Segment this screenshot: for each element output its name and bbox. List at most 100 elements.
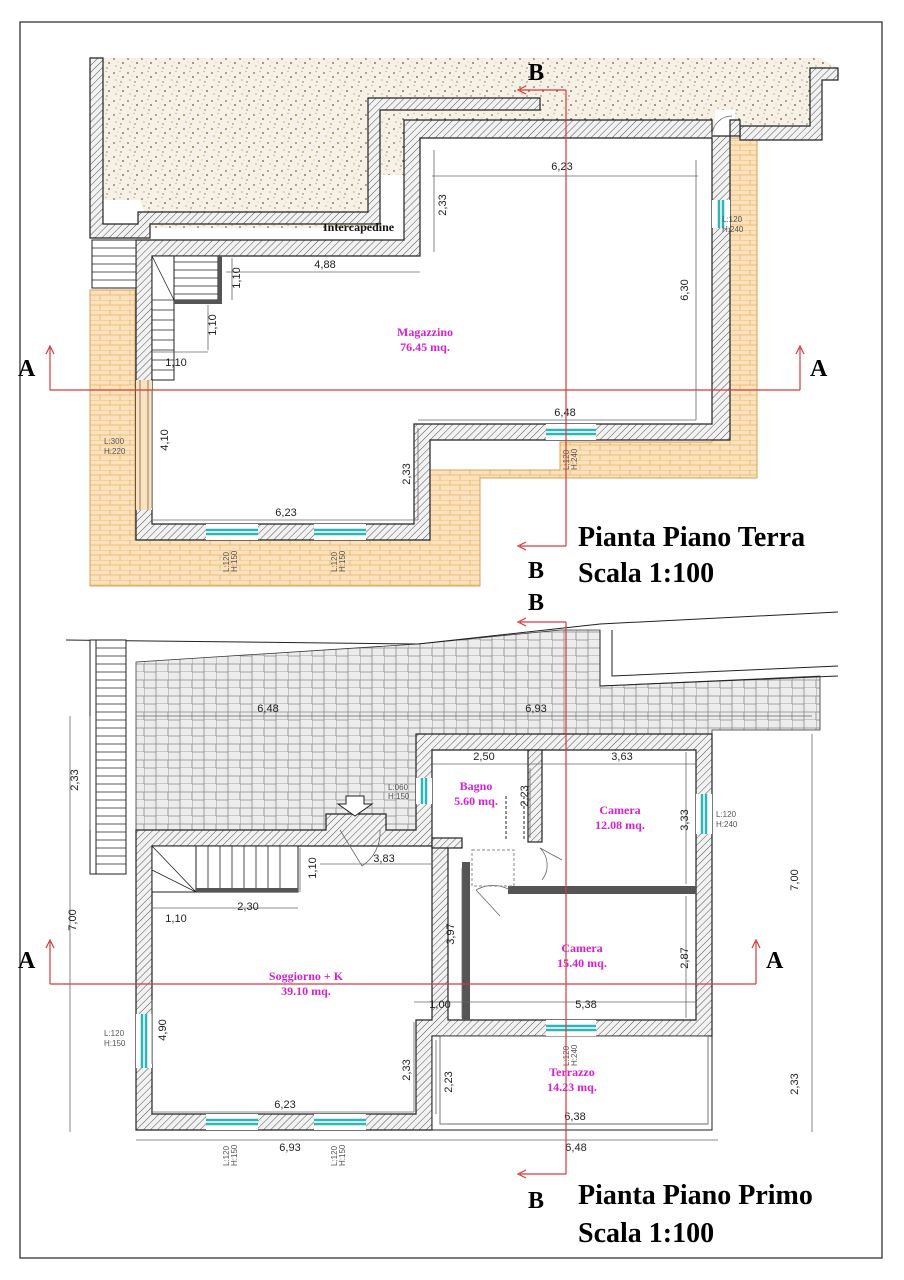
retaining-wall — [89, 57, 541, 239]
dim-ground-right: 6,30 — [679, 279, 691, 300]
dim-stair-b-first: 2,30 — [237, 901, 258, 913]
dim-bottom-a: 6,93 — [279, 1142, 300, 1154]
room-camera2-area: 15.40 mq. — [557, 956, 607, 970]
wall-bagno-right — [527, 749, 543, 843]
win-first-b1-h: H:150 — [230, 1144, 239, 1166]
section-b-bottom-ground: B — [528, 558, 544, 584]
dim-living-step: 2,33 — [401, 1059, 413, 1080]
room-magazzino-name: Magazzino — [397, 325, 453, 339]
wall-cam-divider — [542, 886, 696, 894]
first-floor-doors — [339, 796, 563, 917]
ground-floor-plan: 6,23 2,33 4,88 6,30 1,10 1,10 1,10 4,10 … — [18, 57, 839, 589]
dim-terrace-height: 2,23 — [443, 1071, 455, 1092]
dim-stair-height-first: 1,10 — [307, 857, 319, 878]
stair-opening — [136, 380, 152, 510]
room-terrazzo-name: Terrazzo — [549, 1065, 595, 1079]
win-cam-l: L:120 — [716, 810, 737, 819]
dim-camera-width: 3,63 — [611, 751, 632, 763]
dim-ground-stair-b: 1,10 — [207, 314, 219, 335]
dim-bottom-b: 6,48 — [565, 1142, 586, 1154]
ground-floor-scale: Scala 1:100 — [578, 558, 714, 589]
room-soggiorno-name: Soggiorno + K — [269, 969, 344, 983]
dim-first-top-right: 6,93 — [525, 703, 546, 715]
label-intercapedine: Intercapedine — [323, 220, 395, 234]
dim-mid-a: 1,00 — [429, 999, 450, 1011]
dim-ground-top: 6,23 — [551, 161, 572, 173]
dim-ground-bottom-step: 2,33 — [401, 463, 413, 484]
room-camera1-name: Camera — [599, 803, 640, 817]
dim-camera-height: 3,33 — [679, 809, 691, 830]
dim-stair-width-first: 3,83 — [373, 853, 394, 865]
room-camera1-area: 12.08 mq. — [595, 818, 645, 832]
dim-living-width: 6,23 — [274, 1099, 295, 1111]
entrance-arrow-icon — [336, 795, 374, 817]
wall-cam2-divider — [508, 886, 542, 894]
internal-stair-first — [151, 845, 299, 893]
section-a-right-ground: A — [810, 356, 828, 382]
wall-corridor — [462, 862, 470, 1020]
dim-ground-stair-a: 1,10 — [231, 267, 243, 288]
gravel-area — [90, 58, 838, 228]
dim-terrace-width: 6,38 — [564, 1111, 585, 1123]
section-a-left-first: A — [18, 948, 36, 974]
dim-ground-stair-width: 4,88 — [314, 259, 335, 271]
first-floor-dimension-lines — [69, 662, 813, 1141]
dim-ground-bottom: 6,23 — [275, 507, 296, 519]
dim-stair-a-first: 1,10 — [165, 913, 186, 925]
ground-dimension-lines — [150, 150, 698, 521]
dim-first-top-left: 6,48 — [257, 703, 278, 715]
win-left-l: L:120 — [104, 1029, 125, 1038]
terrace-floor — [431, 1035, 713, 1131]
win-b2-h: H:150 — [338, 550, 347, 572]
dim-outer-left: 7,00 — [67, 909, 79, 930]
room-magazzino-area: 76.45 mq. — [400, 340, 450, 354]
win-first-b1-l: L:120 — [222, 1145, 231, 1166]
win-b1-l: L:120 — [222, 551, 231, 572]
section-b-top-first: B — [528, 590, 544, 616]
external-stair-first — [89, 639, 127, 875]
dim-ground-stair-c: 1,10 — [165, 357, 186, 369]
win-terrace-h: H:240 — [570, 1044, 579, 1066]
win-right-h: H:240 — [722, 225, 744, 234]
win-door-left-h: H:220 — [104, 447, 126, 456]
first-floor-scale: Scala 1:100 — [578, 1218, 714, 1249]
dim-ground-mid-width: 6,48 — [554, 407, 575, 419]
win-b1-h: H:150 — [230, 550, 239, 572]
dim-ground-left: 4,10 — [159, 429, 171, 450]
dim-left-upper: 2,33 — [69, 769, 81, 790]
dim-ground-left-step: 2,33 — [437, 194, 449, 215]
dim-corridor-height: 3,97 — [445, 923, 457, 944]
win-bagno-l: L:060 — [388, 783, 409, 792]
win-right-l: L:120 — [722, 215, 743, 224]
terrace-edge-inner — [599, 630, 839, 687]
wall-bagno-bottom — [431, 837, 463, 849]
room-soggiorno-area: 39.10 mq. — [281, 984, 331, 998]
room-camera2-name: Camera — [561, 941, 602, 955]
dim-camera2-height: 2,87 — [679, 947, 691, 968]
dim-right-lower: 2,33 — [789, 1073, 801, 1094]
room-bagno-area: 5.60 mq. — [454, 794, 498, 808]
sheet-frame — [19, 21, 883, 1259]
ground-section-lines — [45, 85, 805, 551]
ground-floor-title: Pianta Piano Terra — [578, 522, 805, 553]
win-left-h: H:150 — [104, 1039, 126, 1048]
first-floor-windows — [136, 778, 712, 1130]
retaining-wall-right — [739, 67, 839, 141]
dim-bagno-width: 2,50 — [473, 751, 494, 763]
first-section-lines — [45, 617, 761, 1179]
section-b-top-ground: B — [528, 60, 544, 86]
room-terrazzo-area: 14.23 mq. — [547, 1080, 597, 1094]
win-door-left-l: L:300 — [104, 437, 125, 446]
dim-bagno-height: 2,23 — [519, 785, 531, 806]
section-b-bottom-first: B — [528, 1188, 544, 1214]
section-a-right-first: A — [766, 948, 784, 974]
terrace-edge — [65, 611, 839, 645]
first-floor-title: Pianta Piano Primo — [578, 1180, 813, 1211]
win-first-b2-h: H:150 — [338, 1144, 347, 1166]
dim-mid-b: 5,38 — [575, 999, 596, 1011]
dim-left-mid: 4,90 — [157, 1019, 169, 1040]
external-stair — [91, 239, 137, 289]
room-bagno-name: Bagno — [460, 779, 493, 793]
first-floor-plan: 6,48 6,93 2,50 3,63 2,23 3,33 7,00 7,00 … — [18, 590, 839, 1249]
